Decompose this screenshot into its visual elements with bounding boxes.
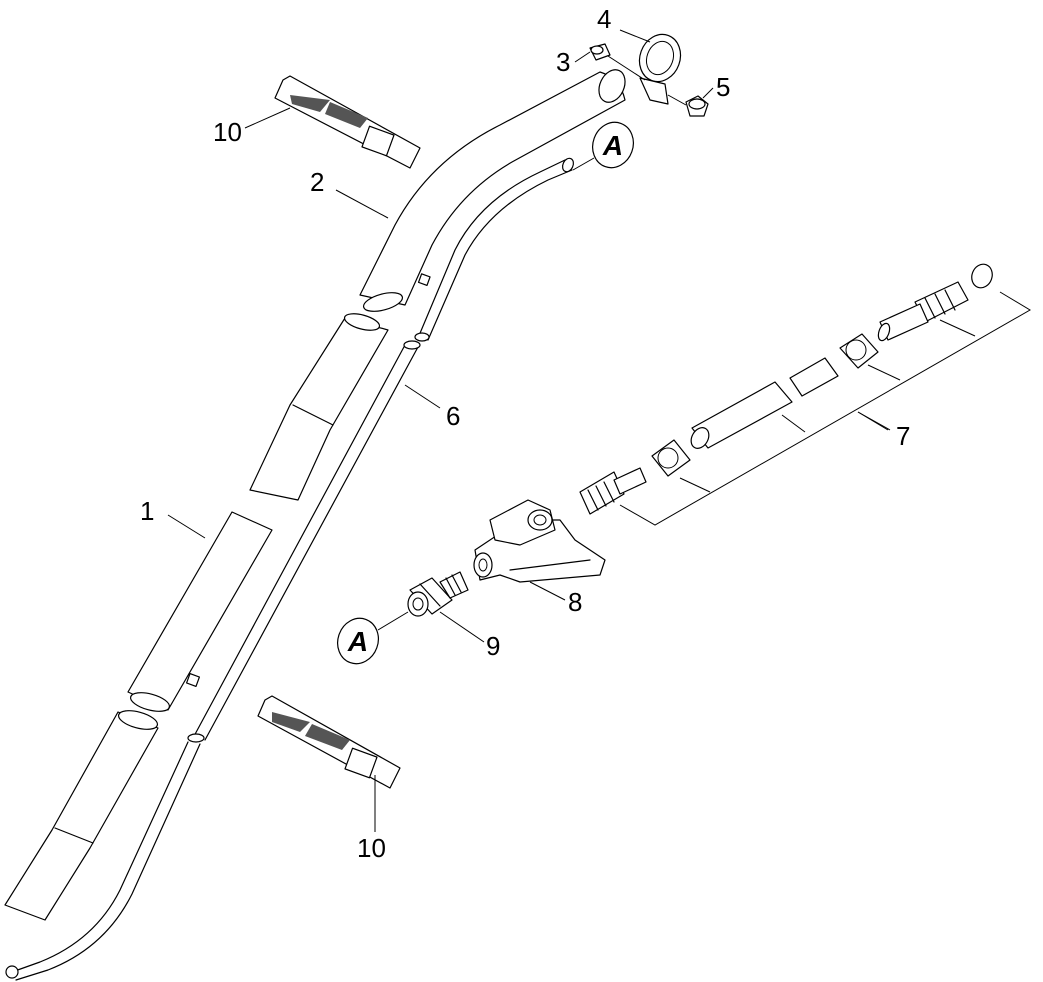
callout-7: 7 xyxy=(896,421,910,451)
callout-1: 1 xyxy=(140,496,154,526)
part-7-hose-assembly xyxy=(579,263,1031,526)
callout-2: 2 xyxy=(310,167,324,197)
part-9-fitting xyxy=(407,571,469,617)
leader-lines xyxy=(167,29,891,832)
callout-numbers: 1 2 3 4 5 6 7 8 9 10 10 xyxy=(140,4,910,863)
callout-3: 3 xyxy=(556,47,570,77)
callout-10-top: 10 xyxy=(213,117,242,147)
hose-clip-icon xyxy=(274,75,421,169)
part-1-tube xyxy=(4,313,389,921)
callout-9: 9 xyxy=(486,631,500,661)
callout-8: 8 xyxy=(568,587,582,617)
svg-text:A: A xyxy=(347,626,368,657)
part-4-clamp xyxy=(638,33,682,105)
callout-4: 4 xyxy=(597,4,611,34)
part-6-hose xyxy=(5,157,575,981)
marker-a-bottom: A xyxy=(337,617,379,665)
callout-10-bottom: 10 xyxy=(357,833,386,863)
part-5-nut xyxy=(685,95,709,117)
svg-text:A: A xyxy=(602,130,623,161)
marker-a-top: A xyxy=(592,121,634,169)
hose-clip-icon xyxy=(257,695,401,789)
callout-6: 6 xyxy=(446,401,460,431)
spray-gun-icon xyxy=(473,499,606,583)
part-2-curved-tube xyxy=(359,69,626,312)
part-3-screw xyxy=(589,43,611,61)
callout-5: 5 xyxy=(716,72,730,102)
